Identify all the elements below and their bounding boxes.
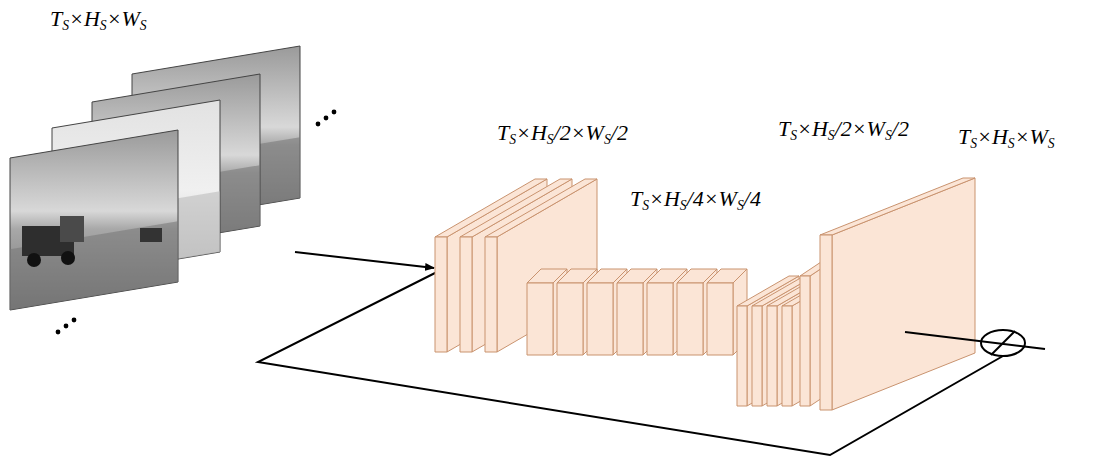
- layer-slab: [820, 178, 975, 410]
- dimension-label: TS×HS/4×WS/4: [630, 186, 761, 214]
- dimension-label: TS×HS×WS: [50, 6, 147, 34]
- dimension-label: TS×HS/2×WS/2: [497, 120, 628, 148]
- dimension-label: TS×HS×WS: [958, 124, 1055, 152]
- layer-slab: [752, 276, 814, 406]
- input-arrow: [295, 252, 434, 268]
- dimension-label: TS×HS/2×WS/2: [778, 116, 909, 144]
- ellipsis-dots: [56, 110, 337, 335]
- sum-symbol: [905, 330, 1045, 356]
- video-frames: [10, 46, 300, 310]
- network-layers: [435, 178, 975, 410]
- video-frame: [10, 130, 178, 310]
